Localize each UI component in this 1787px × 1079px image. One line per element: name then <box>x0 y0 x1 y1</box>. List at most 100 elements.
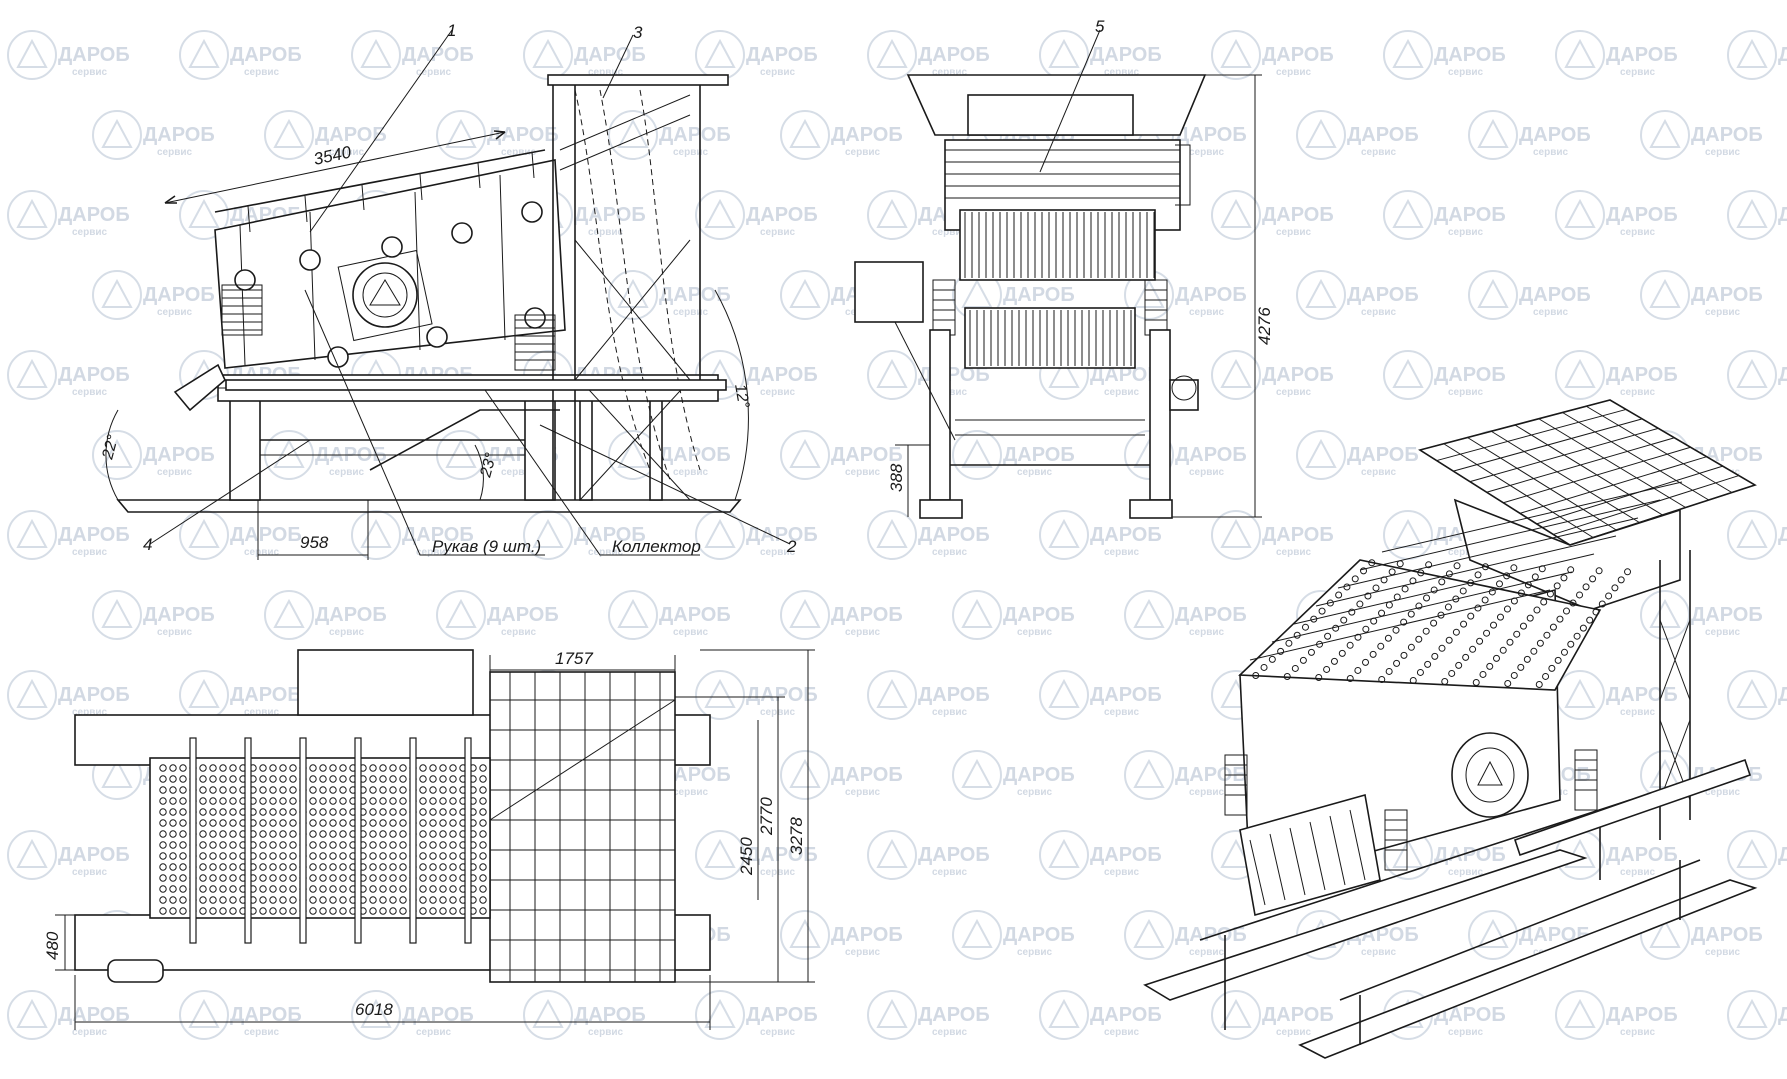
svg-text:сервис: сервис <box>932 867 968 878</box>
svg-text:ДАРОБ: ДАРОБ <box>1175 124 1247 146</box>
svg-text:сервис: сервис <box>72 227 108 238</box>
svg-text:ДАРОБ: ДАРОБ <box>1090 44 1162 66</box>
svg-text:ДАРОБ: ДАРОБ <box>1347 444 1419 466</box>
svg-text:сервис: сервис <box>1620 227 1656 238</box>
svg-text:ДАРОБ: ДАРОБ <box>831 924 903 946</box>
angle-12-label: 12° <box>731 383 752 410</box>
svg-text:сервис: сервис <box>416 67 452 78</box>
svg-text:ДАРОБ: ДАРОБ <box>1434 1004 1506 1026</box>
svg-text:ДАРОБ: ДАРОБ <box>1434 204 1506 226</box>
svg-text:ДАРОБ: ДАРОБ <box>58 1004 130 1026</box>
svg-text:сервис: сервис <box>1533 147 1569 158</box>
svg-text:ДАРОБ: ДАРОБ <box>574 44 646 66</box>
svg-text:сервис: сервис <box>416 1027 452 1038</box>
svg-text:сервис: сервис <box>760 227 796 238</box>
svg-text:ДАРОБ: ДАРОБ <box>1262 44 1334 66</box>
callout-3: 3 <box>633 23 643 42</box>
svg-text:ДАРОБ: ДАРОБ <box>1262 364 1334 386</box>
svg-text:ДАРОБ: ДАРОБ <box>574 1004 646 1026</box>
svg-text:ДАРОБ: ДАРОБ <box>574 524 646 546</box>
svg-text:сервис: сервис <box>1448 67 1484 78</box>
svg-text:сервис: сервис <box>1705 787 1741 798</box>
svg-text:сервис: сервис <box>673 467 709 478</box>
svg-text:сервис: сервис <box>1620 387 1656 398</box>
svg-text:сервис: сервис <box>1533 307 1569 318</box>
callout-5: 5 <box>1095 17 1105 36</box>
svg-text:сервис: сервис <box>1017 467 1053 478</box>
svg-text:ДАРОБ: ДАРОБ <box>58 204 130 226</box>
svg-text:сервис: сервис <box>72 1027 108 1038</box>
svg-text:сервис: сервис <box>501 147 537 158</box>
svg-text:ДАРОБ: ДАРОБ <box>659 764 731 786</box>
svg-text:сервис: сервис <box>760 67 796 78</box>
svg-text:ДАРОБ: ДАРОБ <box>1175 764 1247 786</box>
svg-text:сервис: сервис <box>329 627 365 638</box>
angle-23-label: 23° <box>477 451 500 480</box>
svg-text:ДАРОБ: ДАРОБ <box>1262 524 1334 546</box>
svg-text:ДАРОБ: ДАРОБ <box>574 204 646 226</box>
svg-text:сервис: сервис <box>932 707 968 718</box>
svg-text:ДАРОБ: ДАРОБ <box>1519 124 1591 146</box>
svg-text:ДАРОБ: ДАРОБ <box>659 444 731 466</box>
callout-4: 4 <box>143 535 152 554</box>
svg-text:сервис: сервис <box>72 387 108 398</box>
svg-text:сервис: сервис <box>673 787 709 798</box>
svg-text:сервис: сервис <box>244 67 280 78</box>
svg-text:ДАРОБ: ДАРОБ <box>1778 524 1787 546</box>
svg-text:сервис: сервис <box>157 307 193 318</box>
svg-text:ДАРОБ: ДАРОБ <box>1691 124 1763 146</box>
svg-text:сервис: сервис <box>932 227 968 238</box>
dim-4276-label: 4276 <box>1255 307 1274 345</box>
dim-2770-label: 2770 <box>757 797 776 836</box>
svg-text:ДАРОБ: ДАРОБ <box>831 124 903 146</box>
svg-text:ДАРОБ: ДАРОБ <box>1778 1004 1787 1026</box>
svg-text:сервис: сервис <box>1104 707 1140 718</box>
svg-text:ДАРОБ: ДАРОБ <box>1778 844 1787 866</box>
svg-text:ДАРОБ: ДАРОБ <box>746 524 818 546</box>
svg-text:ДАРОБ: ДАРОБ <box>1691 284 1763 306</box>
svg-text:ДАРОБ: ДАРОБ <box>1090 364 1162 386</box>
svg-text:ДАРОБ: ДАРОБ <box>1519 284 1591 306</box>
svg-text:сервис: сервис <box>1017 627 1053 638</box>
svg-text:сервис: сервис <box>329 467 365 478</box>
svg-text:ДАРОБ: ДАРОБ <box>918 1004 990 1026</box>
svg-text:сервис: сервис <box>1276 547 1312 558</box>
angle-22-label: 22° <box>99 433 122 462</box>
svg-text:сервис: сервис <box>845 947 881 958</box>
svg-text:ДАРОБ: ДАРОБ <box>1606 1004 1678 1026</box>
svg-text:ДАРОБ: ДАРОБ <box>230 524 302 546</box>
svg-text:ДАРОБ: ДАРОБ <box>143 284 215 306</box>
callout-1: 1 <box>447 21 456 40</box>
svg-text:сервис: сервис <box>845 787 881 798</box>
svg-text:сервис: сервис <box>1448 387 1484 398</box>
svg-text:сервис: сервис <box>845 627 881 638</box>
svg-text:ДАРОБ: ДАРОБ <box>402 524 474 546</box>
svg-text:ДАРОБ: ДАРОБ <box>1434 44 1506 66</box>
svg-text:ДАРОБ: ДАРОБ <box>1262 204 1334 226</box>
svg-text:сервис: сервис <box>1705 627 1741 638</box>
svg-text:сервис: сервис <box>1448 1027 1484 1038</box>
svg-text:ДАРОБ: ДАРОБ <box>1003 924 1075 946</box>
